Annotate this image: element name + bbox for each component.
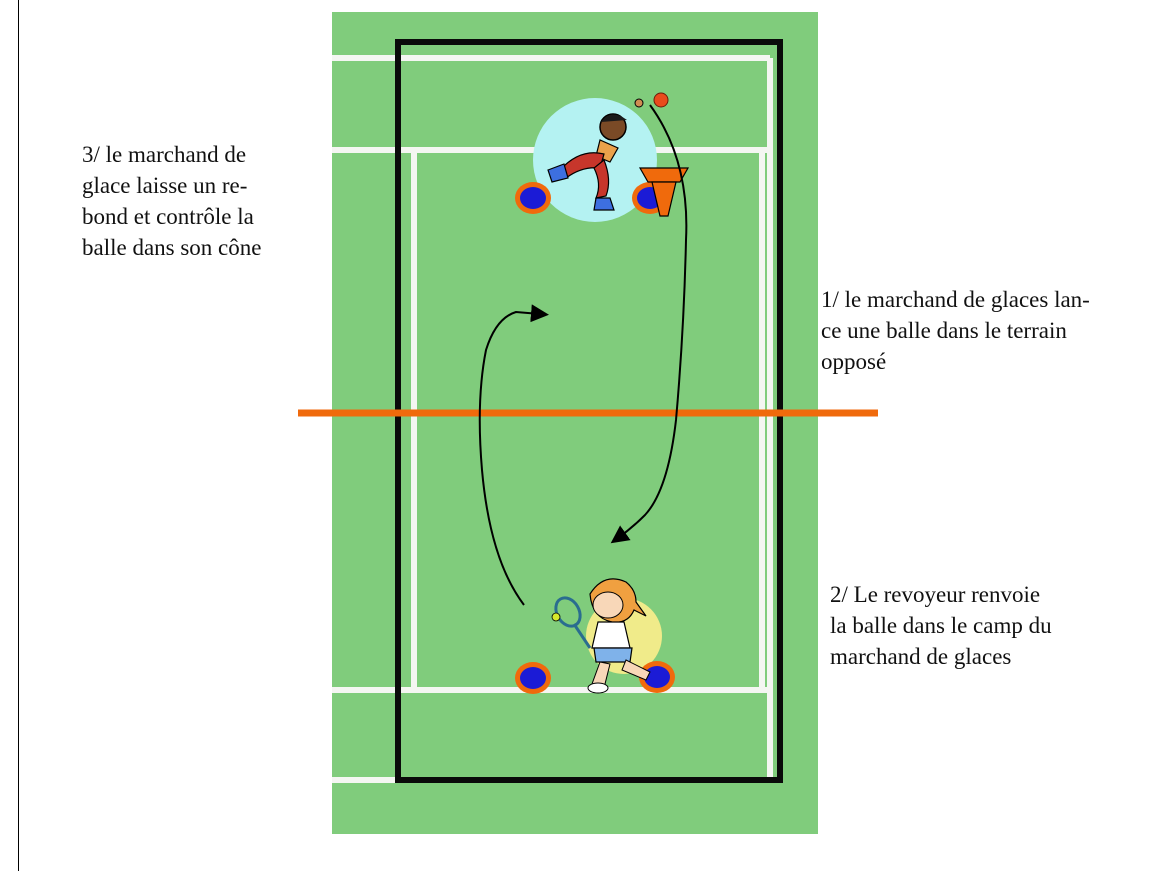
caption-step-3-line: 3/ le marchand de — [82, 142, 247, 167]
caption-step-1-line: opposé — [821, 349, 887, 374]
throw-trajectory — [610, 104, 688, 544]
return-trajectory — [478, 304, 549, 606]
caption-step-3-line: glace laisse un re- — [82, 173, 248, 198]
caption-step-1-line: ce une balle dans le terrain — [821, 318, 1067, 343]
caption-step-3-line: bond et contrôle la — [82, 204, 254, 229]
top-left-marker — [515, 182, 551, 214]
caption-step-2-line: 2/ Le revoyeur renvoie — [830, 582, 1041, 607]
girl-tennis-player-icon — [551, 578, 651, 694]
page-margin-rule — [18, 0, 19, 871]
caption-step-1: 1/ le marchand de glaces lan- ce une bal… — [821, 284, 1090, 377]
orange-cone-icon — [638, 167, 690, 217]
caption-step-3-line: balle dans son cône — [82, 235, 262, 260]
caption-step-3: 3/ le marchand de glace laisse un re- bo… — [82, 139, 261, 263]
bottom-right-marker — [639, 661, 675, 693]
small-ball-hand-icon — [634, 98, 644, 108]
bottom-left-marker — [515, 662, 551, 694]
caption-step-2-line: la balle dans le camp du — [830, 613, 1052, 638]
caption-step-2-line: marchand de glaces — [830, 644, 1012, 669]
caption-step-2: 2/ Le revoyeur renvoie la balle dans le … — [830, 579, 1052, 672]
kneeling-boy-icon — [547, 113, 627, 211]
caption-step-1-line: 1/ le marchand de glaces lan- — [821, 287, 1090, 312]
tennis-ball-icon — [653, 92, 669, 108]
